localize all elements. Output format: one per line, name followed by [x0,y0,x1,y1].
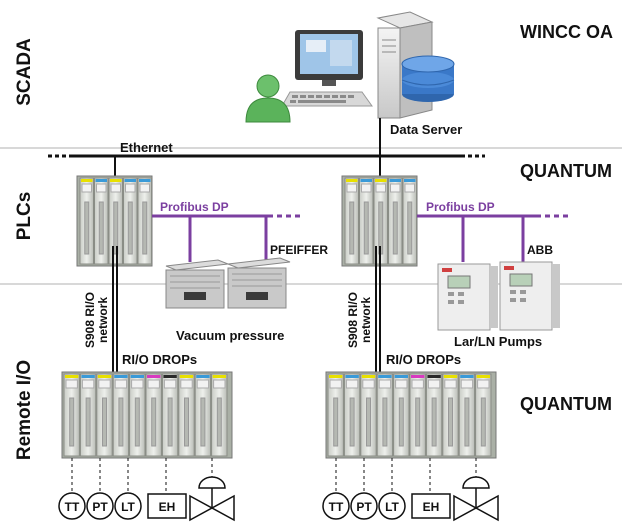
left-plc-module [94,177,109,265]
right-plc-module [359,177,374,265]
operator-workstation-icon [281,30,373,107]
right-rio-drops-label: RI/O DROPs [386,352,461,367]
left-rio-module [194,373,212,457]
svg-text:EH: EH [159,500,176,514]
left-field-instruments: TT PT LT EH [58,458,235,522]
pumps-label: Lar/LN Pumps [454,334,542,349]
left-profibus-label: Profibus DP [160,200,229,214]
left-rio-module [145,373,162,457]
right-plc-module [344,177,359,265]
layer-label-scada: SCADA [14,38,35,106]
quantum-title-bottom: QUANTUM [520,394,612,414]
abb-label: ABB [527,243,553,257]
wincc-title: WINCC OA [520,22,613,42]
pfeiffer-label: PFEIFFER [270,243,328,257]
left-rio-module [112,373,130,457]
left-instrument-eh: EH [147,493,187,519]
right-field-instruments: TT PT LT EH [322,458,499,522]
left-instrument-pt: PT [86,492,114,520]
left-plc-module [79,177,94,265]
left-rio-rack [61,371,233,459]
left-plc-rack [76,175,153,267]
svg-text:PT: PT [356,500,372,514]
svg-text:PT: PT [92,500,108,514]
layer-label-remote-io: Remote I/O [14,360,35,460]
vacuum-pressure-label: Vacuum pressure [176,328,284,343]
right-rio-module [376,373,394,457]
data-server-label: Data Server [390,122,462,137]
right-rio-module [343,373,361,457]
abb-drive-1-icon [437,263,498,331]
left-control-valve-icon [189,476,235,522]
svg-text:TT: TT [65,500,80,514]
left-rio-network-label-2: network [96,297,110,343]
operator-user-icon [245,74,291,123]
left-rio-module [63,373,80,457]
svg-text:EH: EH [423,500,440,514]
quantum-title-top: QUANTUM [520,161,612,181]
database-icon [401,55,455,102]
right-rio-module [458,373,476,457]
right-rio-module [409,373,426,457]
abb-drive-2-icon [499,261,560,331]
layer-label-plcs: PLCs [14,192,35,241]
right-profibus-label: Profibus DP [426,200,495,214]
ethernet-label: Ethernet [120,140,173,155]
right-instrument-eh: EH [411,493,451,519]
left-rio-module [96,373,113,457]
right-instrument-pt: PT [350,492,378,520]
left-plc-module [137,177,152,265]
right-rio-module [393,373,410,457]
right-rio-module [425,373,443,457]
right-instrument-tt: TT [322,492,350,520]
left-rio-module [211,373,228,457]
left-rio-drops-label: RI/O DROPs [122,352,197,367]
left-instrument-tt: TT [58,492,86,520]
svg-text:TT: TT [329,500,344,514]
right-control-valve-icon [453,476,499,522]
left-instrument-lt: LT [114,492,142,520]
vacuum-gauge-1-icon [165,259,229,309]
left-rio-module [161,373,179,457]
right-rio-module [327,373,344,457]
right-rio-module [442,373,459,457]
left-rio-module [129,373,146,457]
left-plc-module [123,177,138,265]
right-rio-module [360,373,377,457]
vacuum-gauge-2-icon [227,257,291,309]
svg-text:LT: LT [385,500,399,514]
right-rio-module [475,373,492,457]
left-rio-module [178,373,195,457]
right-plc-module [388,177,403,265]
right-rio-network-label-1: S908 RI/O [346,292,360,348]
left-rio-module [79,373,97,457]
svg-text:LT: LT [121,500,135,514]
right-rio-rack [325,371,497,459]
left-plc-module [108,177,123,265]
right-plc-module [402,177,417,265]
right-rio-network-label-2: network [359,297,373,343]
right-instrument-lt: LT [378,492,406,520]
left-rio-network-label-1: S908 RI/O [83,292,97,348]
